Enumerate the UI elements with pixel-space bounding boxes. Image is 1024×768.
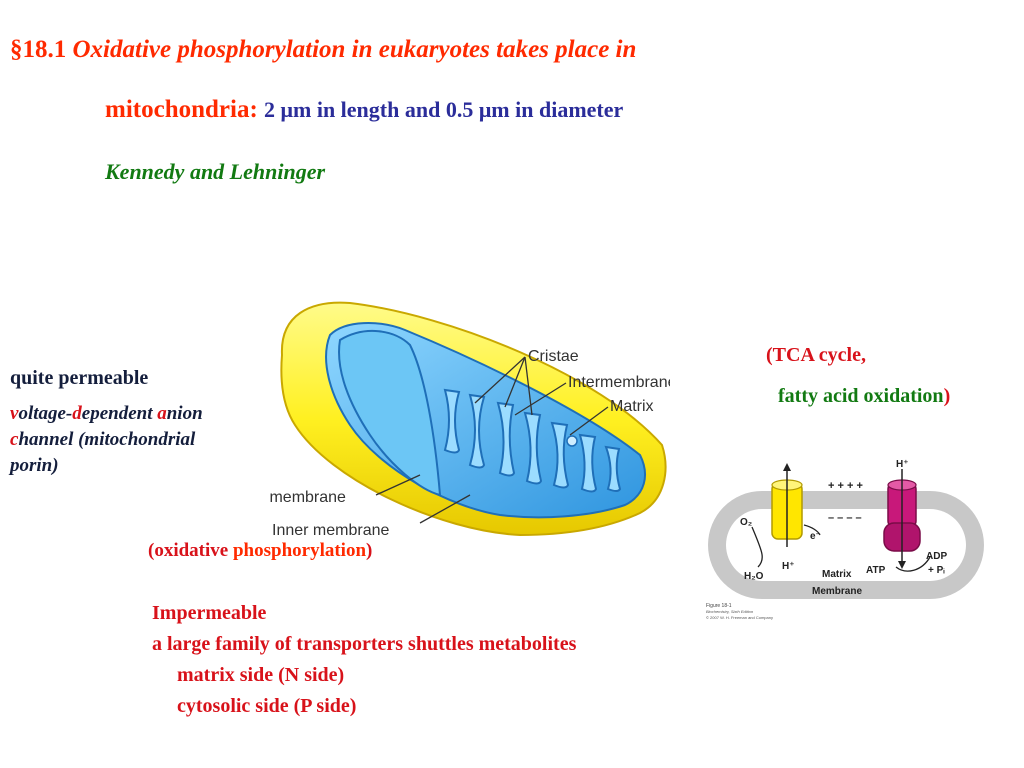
figure-caption-1: Figure 18-1 bbox=[706, 603, 732, 609]
label-membrane: Membrane bbox=[812, 586, 862, 597]
adp-arrow bbox=[895, 556, 931, 572]
figure-caption-3: © 2007 W. H. Freeman and Company bbox=[706, 615, 773, 620]
vdac-nion: nion bbox=[166, 403, 203, 424]
section-number: §18.1 bbox=[10, 36, 67, 63]
label-h-plus-top: H⁺ bbox=[896, 459, 909, 470]
quite-permeable-note: quite permeable bbox=[10, 367, 149, 389]
electron-arrow bbox=[803, 524, 821, 536]
matrix-side-note: matrix side (N side) bbox=[177, 664, 345, 686]
mitochondrion-illustration: Cristae Intermembrane space Matrix Outer… bbox=[270, 301, 670, 539]
vdac-hannel: hannel (mitochondrial bbox=[18, 429, 196, 450]
proton-arrowhead-left bbox=[783, 463, 791, 471]
o2-arrow bbox=[751, 526, 763, 568]
vdac-v: v bbox=[10, 403, 19, 424]
vdac-a: a bbox=[157, 403, 167, 424]
label-outer-membrane: Outer membrane bbox=[270, 489, 346, 506]
membrane-schematic: O₂ H₂O H⁺ e⁻ + + + + – – – – H⁺ ADP + Pᵢ… bbox=[706, 459, 984, 620]
label-o2: O₂ bbox=[740, 517, 752, 528]
cristae-folds bbox=[443, 388, 622, 493]
cytosolic-side-note: cytosolic side (P side) bbox=[177, 695, 357, 717]
vdac-note: voltage-dependent anion channel (mitocho… bbox=[10, 401, 203, 479]
label-cristae: Cristae bbox=[528, 348, 579, 365]
vdac-ependent: ependent bbox=[81, 403, 158, 424]
matrix-granule bbox=[566, 435, 578, 447]
label-intermembrane-space: Intermembrane space bbox=[568, 374, 670, 391]
authors: Kennedy and Lehninger bbox=[105, 159, 326, 184]
vdac-line-2: channel (mitochondrial bbox=[10, 427, 203, 453]
label-h2o: H₂O bbox=[744, 571, 764, 582]
label-atp: ATP bbox=[866, 565, 886, 576]
figure-caption-2: Biochemistry, Sixth Edition bbox=[706, 609, 754, 614]
tca-note: (TCA cycle, bbox=[766, 344, 866, 366]
fatty-acid-text: fatty acid oxidation bbox=[778, 385, 944, 407]
oxphos-open: ( bbox=[148, 540, 155, 561]
inner-membrane-notes: Impermeable a large family of transporte… bbox=[152, 598, 576, 722]
label-matrix-small: Matrix bbox=[822, 569, 852, 580]
cut-section bbox=[338, 329, 442, 497]
slide-title: §18.1 Oxidative phosphorylation in eukar… bbox=[10, 36, 636, 64]
proton-arrowhead-right bbox=[898, 561, 906, 569]
label-pi: + Pᵢ bbox=[928, 565, 945, 576]
label-inner-membrane: Inner membrane bbox=[272, 522, 389, 539]
size-description: 2 μm in length and 0.5 μm in diameter bbox=[264, 97, 624, 122]
vdac-d: d bbox=[72, 403, 82, 424]
title-line-2: mitochondria: 2 μm in length and 0.5 μm … bbox=[105, 96, 623, 124]
impermeable-note: Impermeable bbox=[152, 602, 267, 624]
label-pointers bbox=[375, 356, 609, 524]
fatty-acid-close: ) bbox=[943, 385, 951, 407]
label-negative-side: – – – – bbox=[828, 512, 862, 524]
vdac-c: c bbox=[10, 429, 19, 450]
oxphos-close: ) bbox=[366, 540, 373, 561]
vdac-oltage: oltage- bbox=[18, 403, 73, 424]
oxphos-phosphorylation: phosphorylation bbox=[232, 540, 367, 561]
fatty-acid-note: fatty acid oxidation) bbox=[778, 385, 950, 408]
transporters-note: a large family of transporters shuttles … bbox=[152, 633, 577, 655]
title-mitochondria: mitochondria: bbox=[105, 96, 258, 123]
label-h-plus-left: H⁺ bbox=[782, 561, 795, 572]
label-positive-side: + + + + bbox=[828, 480, 863, 492]
label-matrix: Matrix bbox=[610, 398, 654, 415]
vdac-line-1: voltage-dependent anion bbox=[10, 401, 203, 427]
oxphos-note: (oxidative phosphorylation) bbox=[148, 540, 372, 562]
label-electron: e⁻ bbox=[810, 531, 821, 542]
vdac-line-3: porin) bbox=[10, 455, 59, 476]
oxphos-oxidative: oxidative bbox=[154, 540, 233, 561]
title-text: Oxidative phosphorylation in eukaryotes … bbox=[72, 36, 637, 63]
label-adp: ADP bbox=[926, 551, 947, 562]
